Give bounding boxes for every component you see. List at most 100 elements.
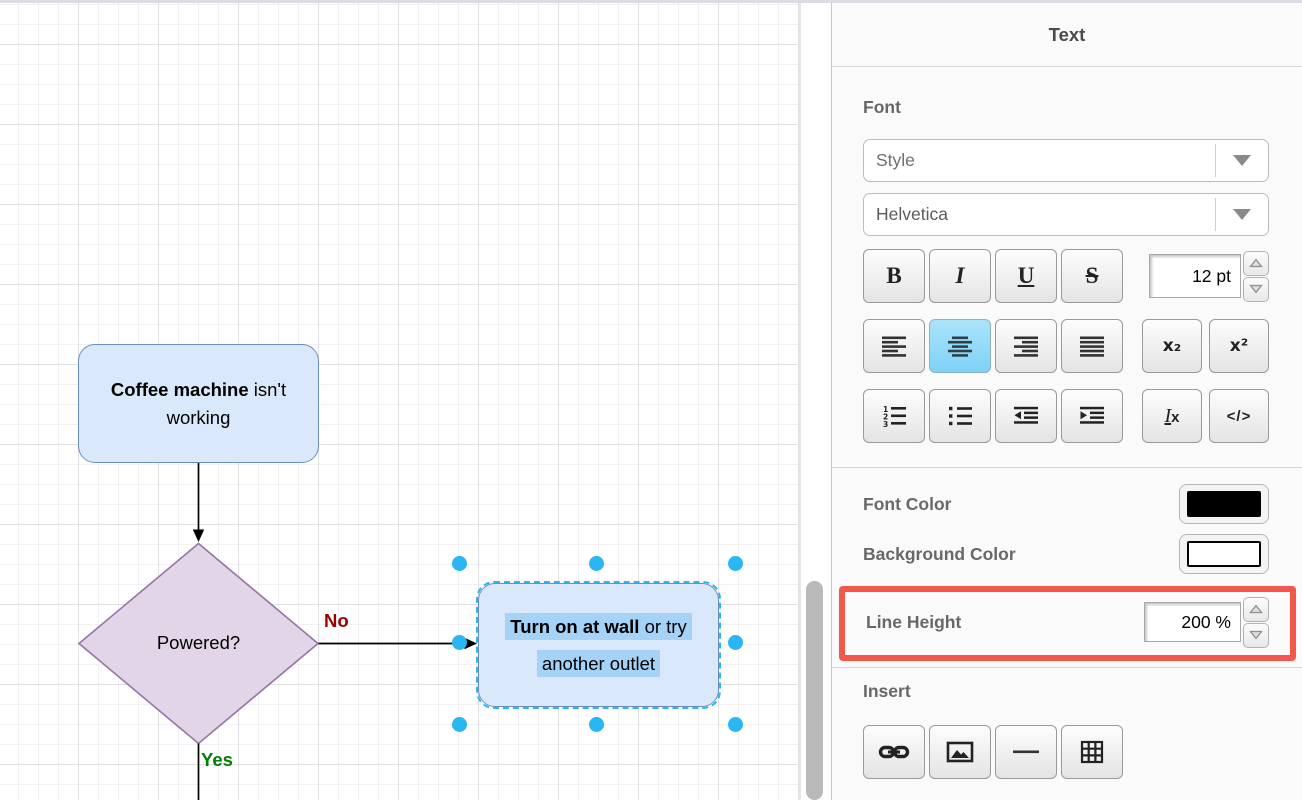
diagram-canvas[interactable]: Coffee machine isn't working Powered? No…	[0, 0, 801, 800]
clear-formatting-button[interactable]: Ix	[1142, 389, 1202, 443]
align-center-button[interactable]	[929, 319, 991, 373]
indent-button[interactable]	[1061, 389, 1123, 443]
link-icon	[878, 745, 910, 759]
stepper-down-icon	[1249, 284, 1263, 294]
insert-link-button[interactable]	[863, 725, 925, 779]
node-powered-label[interactable]: Powered?	[78, 630, 319, 656]
font-size-increase-button[interactable]	[1243, 250, 1269, 276]
dropdown-arrow-zone[interactable]	[1215, 198, 1268, 231]
edge-label-no[interactable]: No	[324, 610, 349, 631]
handle-top-center[interactable]	[589, 556, 604, 571]
line-height-label: Line Height	[866, 611, 962, 632]
insert-horizontal-rule-button[interactable]	[995, 725, 1057, 779]
horizontal-rule-icon	[1013, 750, 1039, 754]
table-icon	[1080, 740, 1104, 764]
format-panel: Text Font Style Helvetica B	[831, 3, 1302, 800]
background-color-label: Background Color	[863, 543, 1016, 564]
font-family-value: Helvetica	[876, 204, 948, 224]
handle-top-left[interactable]	[452, 556, 467, 571]
font-section-heading: Font	[863, 97, 901, 117]
node-coffee-machine[interactable]: Coffee machine isn't working	[78, 344, 319, 463]
top-edge-strip	[0, 0, 1302, 3]
node-text-line2: another outlet	[536, 649, 661, 677]
align-left-button[interactable]	[863, 319, 925, 373]
svg-text:3: 3	[883, 420, 888, 427]
justify-button[interactable]	[1061, 319, 1123, 373]
justify-icon	[1080, 336, 1104, 357]
handle-bottom-right[interactable]	[728, 717, 743, 732]
font-size-input[interactable]: 12 pt	[1149, 254, 1241, 298]
insert-image-button[interactable]	[929, 725, 991, 779]
outdent-button[interactable]	[995, 389, 1057, 443]
diagram-edges	[77, 463, 477, 800]
background-color-swatch	[1187, 541, 1261, 567]
numbered-list-icon: 1 2 3	[883, 405, 906, 427]
format-panel-header: Text	[832, 3, 1302, 67]
line-height-stepper	[1243, 596, 1269, 648]
align-left-icon	[882, 336, 906, 357]
align-right-button[interactable]	[995, 319, 1057, 373]
node-turn-on-at-wall[interactable]: Turn on at wall or try another outlet	[478, 583, 719, 707]
handle-top-right[interactable]	[728, 556, 743, 571]
section-divider	[832, 667, 1302, 668]
vertical-scrollbar-thumb[interactable]	[806, 581, 823, 800]
svg-text:1: 1	[883, 405, 888, 414]
align-right-icon	[1014, 336, 1038, 357]
bullet-list-button[interactable]	[929, 389, 991, 443]
line-height-decrease-button[interactable]	[1243, 622, 1269, 648]
node-text-line1: Turn on at wall or try	[505, 612, 692, 640]
dropdown-arrow-zone[interactable]	[1215, 144, 1268, 177]
bullet-list-icon	[949, 406, 972, 426]
handle-bottom-left[interactable]	[452, 717, 467, 732]
line-height-input[interactable]: 200 %	[1144, 602, 1241, 642]
arrowhead-down-icon	[192, 529, 205, 542]
font-style-dropdown[interactable]: Style	[863, 139, 1269, 182]
numbered-list-button[interactable]: 1 2 3	[863, 389, 925, 443]
edge-label-yes[interactable]: Yes	[201, 749, 233, 770]
font-family-dropdown[interactable]: Helvetica	[863, 193, 1269, 236]
insert-section-heading: Insert	[863, 681, 911, 701]
superscript-button[interactable]: x²	[1209, 319, 1269, 373]
arrowhead-right-icon	[464, 637, 477, 650]
italic-button[interactable]: I	[929, 249, 991, 303]
stepper-up-icon	[1249, 604, 1263, 614]
chevron-down-icon	[1233, 209, 1251, 220]
outdent-icon	[1014, 406, 1038, 424]
font-color-swatch-button[interactable]	[1179, 484, 1269, 524]
bold-button[interactable]: B	[863, 249, 925, 303]
strikethrough-button[interactable]: S	[1061, 249, 1123, 303]
underline-button[interactable]: U	[995, 249, 1057, 303]
subscript-button[interactable]: x₂	[1142, 319, 1202, 373]
handle-middle-left[interactable]	[452, 635, 467, 650]
clear-formatting-icon: Ix	[1164, 404, 1180, 427]
italic-icon: I	[955, 263, 965, 288]
subscript-icon: x₂	[1162, 336, 1182, 356]
line-height-increase-button[interactable]	[1243, 596, 1269, 622]
font-size-stepper	[1243, 250, 1269, 302]
chevron-down-icon	[1233, 155, 1251, 166]
insert-table-button[interactable]	[1061, 725, 1123, 779]
font-color-label: Font Color	[863, 493, 952, 514]
panel-title: Text	[1048, 23, 1086, 45]
background-color-swatch-button[interactable]	[1179, 534, 1269, 574]
html-code-button[interactable]: </>	[1209, 389, 1269, 443]
node-text-line2: working	[166, 406, 231, 428]
superscript-icon: x²	[1229, 336, 1249, 356]
handle-middle-right[interactable]	[728, 635, 743, 650]
bold-icon: B	[886, 263, 902, 288]
section-divider	[832, 467, 1302, 468]
image-icon	[946, 741, 974, 763]
decision-text: Powered?	[156, 632, 241, 653]
strikethrough-icon: S	[1085, 263, 1099, 288]
underline-icon: U	[1017, 263, 1035, 288]
node-text-line1: Coffee machine isn't	[110, 378, 287, 400]
stepper-up-icon	[1249, 258, 1263, 268]
font-color-swatch	[1187, 491, 1261, 517]
font-size-decrease-button[interactable]	[1243, 276, 1269, 302]
svg-text:2: 2	[883, 413, 888, 422]
code-icon: </>	[1226, 407, 1252, 425]
annotation-highlight-box: Line Height 200 %	[839, 586, 1296, 661]
handle-bottom-center[interactable]	[589, 717, 604, 732]
stepper-down-icon	[1249, 630, 1263, 640]
